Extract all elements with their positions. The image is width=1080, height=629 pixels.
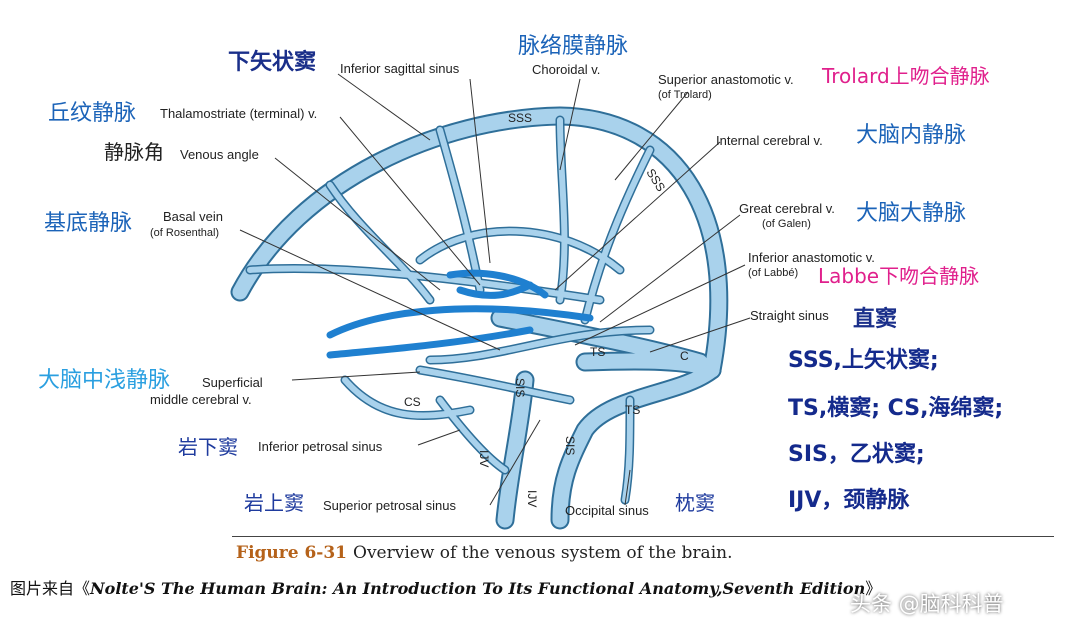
venous-angle-zh: 静脉角 [104, 140, 164, 164]
basal-vein-en2: (of Rosenthal) [150, 227, 220, 239]
ts-label-1: TS [590, 345, 605, 359]
sss-label-top: SSS [508, 111, 532, 125]
watermark: 头条 @脑科科普 [850, 592, 1004, 616]
occipital-zh: 枕窦 [675, 491, 715, 515]
sss-label-side: SSS [643, 166, 668, 194]
superficial-middle-en1: Superficial [202, 375, 263, 390]
cs-label: CS [404, 395, 421, 409]
inf-petrosal-zh: 岩下窦 [178, 435, 238, 459]
venous-angle-en: Venous angle [180, 147, 259, 162]
source-line: 图片来自《Nolte'S The Human Brain: An Introdu… [10, 575, 881, 599]
superficial-middle-en2: middle cerebral v. [150, 392, 252, 407]
ijv-label-2: IJV [525, 490, 539, 507]
internal-cerebral-en: Internal cerebral v. [716, 133, 823, 148]
source-prefix: 图片来自《 [10, 579, 91, 598]
inf-petrosal-en: Inferior petrosal sinus [258, 439, 383, 454]
sup-anastomotic-en2: (of Trolard) [658, 89, 712, 101]
source-book-title: Nolte'S The Human Brain: An Introduction… [90, 579, 866, 598]
source-suffix: 》 [865, 579, 882, 598]
ijv-label-1: IJV [477, 450, 491, 467]
sup-anastomotic-en1: Superior anastomotic v. [658, 72, 794, 87]
thalamostriate-zh: 丘纹静脉 [48, 101, 137, 126]
choroidal-en: Choroidal v. [532, 62, 601, 77]
legend-line-1: SSS,上矢状窦; [788, 348, 939, 373]
sup-petrosal-en: Superior petrosal sinus [323, 498, 456, 513]
ts-label-2: TS [625, 403, 640, 417]
legend-line-2: TS,横窦; CS,海绵窦; [788, 396, 1004, 421]
internal-cerebral-vessel [326, 305, 594, 339]
legend-line-4: IJV，颈静脉 [788, 488, 910, 513]
basal-vein-en1: Basal vein [163, 209, 223, 224]
inferior-sagittal-en: Inferior sagittal sinus [340, 61, 460, 76]
occipital-en: Occipital sinus [565, 503, 649, 518]
basal-vein-zh: 基底静脉 [44, 211, 133, 236]
sis-label-2: SIS [563, 436, 577, 455]
great-cerebral-en1: Great cerebral v. [739, 201, 835, 216]
thalamostriate-vessel [456, 281, 534, 299]
great-cerebral-en2: (of Galen) [762, 218, 811, 230]
inf-anastomotic-en2: (of Labbé) [748, 267, 799, 279]
internal-cerebral-zh: 大脑内静脉 [856, 123, 967, 148]
choroidal-zh: 脉络膜静脉 [518, 34, 629, 59]
sup-petrosal-zh: 岩上窦 [244, 491, 304, 515]
sup-anastomotic-zh: Trolard上吻合静脉 [822, 64, 990, 88]
great-cerebral-zh: 大脑大静脉 [856, 201, 967, 226]
basal-vein-vessel [326, 326, 534, 359]
legend-line-3: SIS，乙状窦; [788, 442, 925, 467]
straight-sinus-zh: 直窦 [853, 307, 898, 332]
thalamostriate-en: Thalamostriate (terminal) v. [160, 106, 318, 121]
inf-anastomotic-en1: Inferior anastomotic v. [748, 250, 875, 265]
c-label: C [680, 349, 689, 363]
figure-number: Figure 6-31 [236, 543, 348, 563]
choroidal-vessel [446, 269, 549, 299]
straight-sinus-en: Straight sinus [750, 308, 829, 323]
caption-divider [232, 536, 1054, 537]
superficial-middle-zh: 大脑中浅静脉 [38, 368, 171, 393]
inferior-sagittal-zh: 下矢状窦 [228, 50, 317, 75]
inf-anastomotic-zh: Labbe下吻合静脉 [818, 264, 980, 288]
figure-caption-text: Overview of the venous system of the bra… [353, 543, 733, 563]
sis-label-1: SIS [513, 378, 527, 397]
